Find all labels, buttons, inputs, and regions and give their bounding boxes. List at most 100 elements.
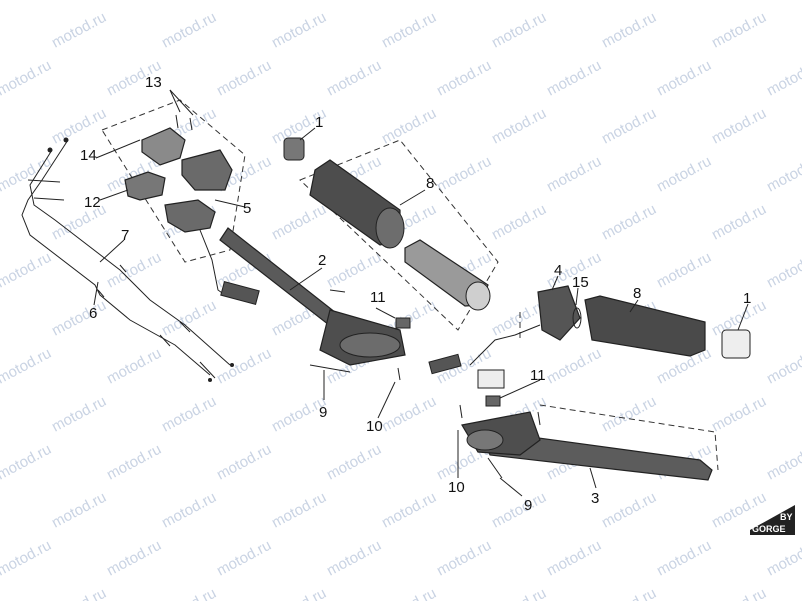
watermark-text: motod.ru <box>764 0 802 4</box>
callout-1b: 1 <box>743 290 751 307</box>
callout-6: 6 <box>89 305 97 322</box>
watermark-text: motod.ru <box>0 345 54 388</box>
watermark-text: motod.ru <box>0 249 54 292</box>
watermark-text: motod.ru <box>324 249 384 292</box>
watermark-text: motod.ru <box>434 153 494 196</box>
watermark-text: motod.ru <box>49 9 109 52</box>
callout-11a: 11 <box>370 289 386 306</box>
watermark-text: motod.ru <box>0 57 54 100</box>
watermark-text: motod.ru <box>269 585 329 601</box>
watermark-text: motod.ru <box>379 585 439 601</box>
watermark-text: motod.ru <box>544 345 604 388</box>
watermark-text: motod.ru <box>104 441 164 484</box>
callout-5: 5 <box>243 200 251 217</box>
callout-13: 13 <box>145 74 162 91</box>
watermark-text: motod.ru <box>324 0 384 4</box>
callout-2: 2 <box>318 252 326 269</box>
watermark-text: motod.ru <box>764 345 802 388</box>
watermark-text: motod.ru <box>544 153 604 196</box>
watermark-text: motod.ru <box>159 585 219 601</box>
watermark-text: motod.ru <box>599 201 659 244</box>
throttle-cables <box>21 137 234 382</box>
left-grip <box>283 137 491 311</box>
callouts: 1 1 2 3 4 5 6 7 8 8 9 9 10 10 11 11 12 1… <box>80 74 751 514</box>
leader-lines <box>93 89 749 497</box>
watermark-text: motod.ru <box>599 585 659 601</box>
watermark-text: motod.ru <box>159 489 219 532</box>
callout-3: 3 <box>591 490 599 507</box>
watermark-text: motod.ru <box>379 9 439 52</box>
callout-8b: 8 <box>633 285 641 302</box>
watermark-text: motod.ru <box>489 585 549 601</box>
right-grip-assembly <box>428 285 751 389</box>
callout-9b: 9 <box>524 497 532 514</box>
watermark-text: motod.ru <box>764 537 802 580</box>
watermark-text: motod.ru <box>654 153 714 196</box>
watermark-text: motod.ru <box>709 105 769 148</box>
watermark-text: motod.ru <box>434 57 494 100</box>
watermark-text: motod.ru <box>214 0 274 4</box>
corner-logo: BY GORGE <box>750 505 795 535</box>
watermark-text: motod.ru <box>159 9 219 52</box>
watermark-text: motod.ru <box>324 537 384 580</box>
watermark-text: motod.ru <box>159 393 219 436</box>
watermark-text: motod.ru <box>489 489 549 532</box>
watermark-text: motod.ru <box>49 105 109 148</box>
watermark-text: motod.ru <box>709 9 769 52</box>
callout-8a: 8 <box>426 175 434 192</box>
watermark-text: motod.ru <box>764 57 802 100</box>
watermark-text: motod.ru <box>49 297 109 340</box>
watermark-text: motod.ru <box>214 57 274 100</box>
watermark-text: motod.ru <box>544 57 604 100</box>
watermark-text: motod.ru <box>104 0 164 4</box>
watermark-text: motod.ru <box>0 0 54 4</box>
watermark-text: motod.ru <box>0 537 54 580</box>
watermark-text: motod.ru <box>49 489 109 532</box>
dashed-frames <box>101 99 719 471</box>
watermark-text: motod.ru <box>0 441 54 484</box>
watermark-text: motod.ru <box>764 249 802 292</box>
callout-15: 15 <box>572 274 589 291</box>
watermark-text: motod.ru <box>544 0 604 4</box>
watermark-text: motod.ru <box>544 537 604 580</box>
watermark-text: motod.ru <box>324 57 384 100</box>
watermark-text: motod.ru <box>489 9 549 52</box>
watermark-text: motod.ru <box>599 9 659 52</box>
watermark-text: motod.ru <box>709 585 769 601</box>
watermark-text: motod.ru <box>214 441 274 484</box>
watermark-text: motod.ru <box>654 537 714 580</box>
callout-14: 14 <box>80 147 97 164</box>
callout-7: 7 <box>121 227 129 244</box>
watermark-text: motod.ru <box>49 393 109 436</box>
watermark-text: motod.ru <box>599 105 659 148</box>
watermark-text: motod.ru <box>709 201 769 244</box>
right-clip-on-handlebar <box>459 395 713 481</box>
watermark-text: motod.ru <box>104 537 164 580</box>
watermark-text: motod.ru <box>654 57 714 100</box>
logo-bottom-text: GORGE <box>752 524 786 534</box>
watermark-text: motod.ru <box>599 393 659 436</box>
watermark-text: motod.ru <box>379 489 439 532</box>
watermark-text: motod.ru <box>764 441 802 484</box>
callout-10a: 10 <box>366 418 383 435</box>
watermark-text: motod.ru <box>49 585 109 601</box>
watermark-text: motod.ru <box>214 537 274 580</box>
logo-top-text: BY <box>780 512 793 522</box>
left-clip-on-handlebar <box>219 227 411 381</box>
watermark-text: motod.ru <box>654 249 714 292</box>
callout-12: 12 <box>84 194 101 211</box>
callout-1a: 1 <box>315 114 323 131</box>
watermark-text: motod.ru <box>159 297 219 340</box>
watermark-text: motod.ru <box>764 153 802 196</box>
watermark-text: motod.ru <box>489 105 549 148</box>
watermark-text: motod.ru <box>104 345 164 388</box>
callout-9a: 9 <box>319 404 327 421</box>
callout-11b: 11 <box>530 367 546 384</box>
watermark-text: motod.ru <box>654 0 714 4</box>
left-switch-assembly <box>124 114 260 306</box>
watermark-text: motod.ru <box>709 393 769 436</box>
callout-10b: 10 <box>448 479 465 496</box>
